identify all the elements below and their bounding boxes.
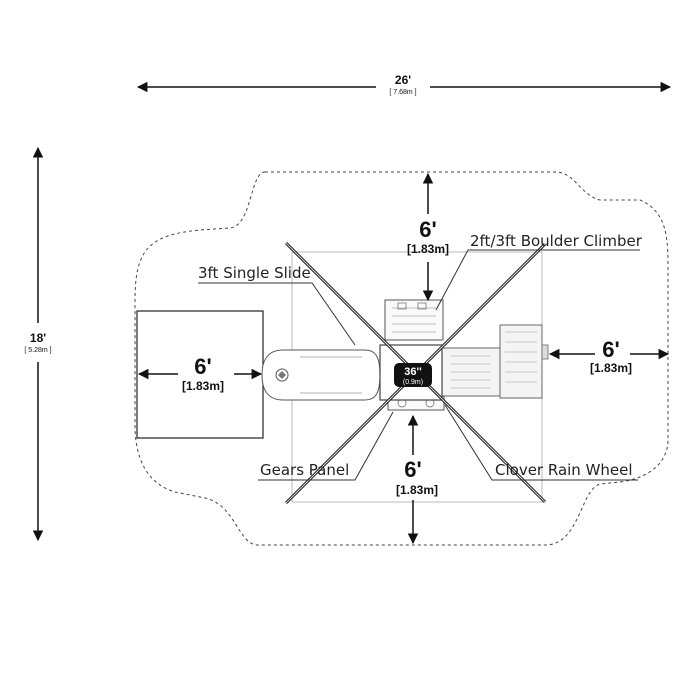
overall-width-dimension: 26' [ 7.68m ] [136, 73, 672, 96]
top-clearance-dimension: 6' [1.83m] [407, 172, 449, 302]
callout-boulder-climber: 2ft/3ft Boulder Climber [435, 232, 643, 311]
overall-width-ft: 26' [395, 73, 411, 87]
single-slide [261, 349, 381, 401]
callout-rain-wheel: Clover Rain Wheel [444, 404, 638, 481]
safety-zone-outline [134, 171, 669, 546]
overall-depth-ft: 18' [30, 331, 46, 345]
callout-single-slide: 3ft Single Slide [198, 264, 356, 346]
overall-width-m: [ 7.68m ] [389, 89, 416, 96]
right-clearance-dimension: 6' [1.83m] [548, 337, 670, 375]
overall-depth-m: [ 5.28m ] [24, 347, 51, 354]
deck-height-in: 36'' [404, 366, 422, 378]
right-clearance-ft: 6' [602, 337, 619, 362]
left-clearance-dimension: 6' [1.83m] [137, 354, 263, 393]
left-clearance-m: [1.83m] [182, 379, 224, 393]
top-clearance-m: [1.83m] [407, 242, 449, 256]
bottom-clearance-dimension: 6' [1.83m] [396, 414, 438, 545]
callout-gears-panel-label: Gears Panel [260, 461, 349, 479]
callout-gears-panel: Gears Panel [258, 411, 394, 481]
callout-rain-wheel-label: Clover Rain Wheel [495, 461, 633, 479]
callout-single-slide-label: 3ft Single Slide [198, 264, 311, 282]
deck-panels [439, 324, 549, 399]
deck-height-m: (0.9m) [403, 379, 423, 386]
deck-height-tag: 36'' (0.9m) [394, 363, 432, 387]
top-clearance-ft: 6' [419, 217, 436, 242]
left-clearance-ft: 6' [194, 354, 211, 379]
bottom-clearance-ft: 6' [404, 457, 421, 482]
bottom-clearance-m: [1.83m] [396, 483, 438, 497]
boulder-climber [384, 299, 444, 341]
right-clearance-m: [1.83m] [590, 361, 632, 375]
callout-boulder-climber-label: 2ft/3ft Boulder Climber [470, 232, 643, 250]
overall-depth-dimension: 18' [ 5.28m ] [24, 146, 52, 542]
